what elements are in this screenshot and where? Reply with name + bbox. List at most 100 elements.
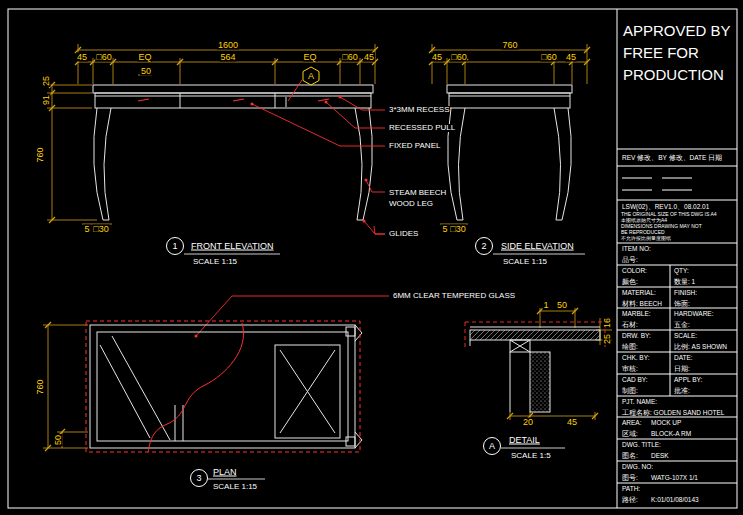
recessed-pull	[233, 99, 244, 101]
title-block-text: PATH:	[621, 486, 641, 493]
callout-text: A	[489, 441, 495, 451]
front-elevation	[180, 93, 181, 108]
title-block-text: DWG. NO:	[621, 464, 654, 471]
sheet-frame	[617, 330, 737, 331]
title-block-text: MATERIAL:	[621, 289, 657, 296]
title-block-text: DRW. BY:	[621, 333, 652, 340]
front-elevation	[95, 96, 371, 97]
recessed-pull	[138, 99, 329, 101]
title-block-text: FINISH:	[673, 289, 698, 296]
title-block-text: 五金:	[673, 322, 691, 329]
scale-text: SCALE 1:5	[510, 452, 552, 460]
dimension-line	[43, 325, 88, 326]
title-block-text: 数量: 1	[673, 278, 696, 285]
leader-line	[196, 80, 389, 336]
dimension-text: □60	[540, 53, 557, 62]
callout-number: 3	[190, 469, 208, 487]
leader-dot	[365, 179, 368, 182]
title-block-text: QTY:	[673, 268, 690, 275]
sheet-frame	[8, 9, 737, 508]
detail-section	[510, 340, 530, 352]
sheet-frame	[617, 287, 737, 288]
sheet-frame	[617, 265, 737, 266]
title-block-text: HARDWARE:	[673, 311, 714, 318]
plan-view	[275, 345, 340, 438]
plan-view	[97, 332, 348, 441]
dimension-text: 45	[431, 53, 443, 62]
dimension-line	[432, 62, 587, 63]
title-block-text: SCALE:	[673, 333, 698, 340]
note-text: 3*3MM RECESS	[388, 106, 450, 114]
side-elevation	[449, 93, 570, 108]
section-marker: A	[301, 66, 321, 86]
leader-dot	[339, 96, 342, 99]
detail-section	[510, 352, 511, 412]
sheet-frame	[662, 178, 692, 179]
dimension-text: 5	[441, 225, 448, 234]
leader-line	[364, 221, 385, 234]
front-elevation	[275, 93, 276, 108]
title-block-text: 饰面:	[673, 300, 691, 307]
title-block-text: CHK. BY:	[621, 355, 650, 362]
plan-view	[280, 350, 335, 433]
sheet-frame	[617, 308, 737, 309]
leader-dot	[195, 335, 198, 338]
view-title: FRONT ELEVATION	[190, 242, 275, 251]
recessed-pull	[318, 99, 329, 101]
title-block-text: 材料: BEECH	[621, 300, 663, 307]
detail-section	[510, 340, 530, 352]
sheet-frame	[670, 265, 671, 396]
title-block-text: DESK	[650, 453, 670, 460]
dimension-text: 45	[566, 418, 578, 427]
sheet-frame	[617, 439, 737, 440]
sheet-frame	[617, 417, 737, 418]
dimension-text: 45	[363, 53, 375, 62]
dimension-text: EQ	[302, 53, 317, 62]
break-line	[148, 323, 244, 452]
title-block-text: LSW(02)、REV1.0、08.02.01	[621, 204, 710, 211]
plan-view	[112, 336, 170, 440]
callout-underline	[208, 479, 265, 480]
dimension-tick	[45, 47, 598, 451]
dimension-text: 25	[42, 75, 51, 87]
sheet-frame	[617, 9, 618, 508]
dimension-line	[432, 50, 587, 51]
dimension-text: 25	[603, 333, 612, 345]
stamp-text: APPROVED BY FREE FOR PRODUCTION	[623, 20, 731, 86]
dimension-line	[48, 325, 49, 448]
detail-section	[530, 352, 550, 412]
sheet-frame	[617, 396, 737, 397]
front-elevation	[355, 108, 372, 220]
sheet-frame	[617, 374, 737, 375]
title-block-note: DIMENSIONS DRAWING MAY NOT	[620, 224, 703, 229]
title-block-text: 制图:	[621, 387, 639, 394]
scale-text: SCALE 1:15	[192, 258, 238, 266]
sheet-frame	[617, 243, 737, 244]
title-block-text: MARBLE:	[621, 311, 652, 318]
scale-text: SCALE 1:15	[212, 483, 258, 491]
callout-number: A	[483, 437, 501, 455]
plan-view	[90, 325, 362, 448]
dimension-tick	[584, 47, 590, 53]
side-elevation	[447, 85, 572, 93]
recessed-pull	[138, 99, 149, 101]
dimension-text: 1	[542, 301, 549, 310]
callout-underline	[184, 254, 585, 479]
leader-line	[252, 104, 385, 146]
dimension-line	[47, 220, 97, 221]
leader-line	[366, 180, 385, 192]
dimension-text: 45	[76, 53, 88, 62]
front-elevation	[93, 85, 373, 93]
title-block-text: 图名:	[621, 453, 639, 460]
title-block-text: PJT. NAME:	[621, 398, 658, 405]
dimension-text: 50	[140, 67, 152, 76]
side-elevation	[554, 108, 571, 220]
dimension-line	[43, 44, 612, 448]
sheet-frame	[617, 200, 737, 201]
detail-section	[470, 327, 600, 328]
dimension-line	[510, 416, 595, 417]
detail-section	[470, 327, 600, 412]
dimension-text: 760	[36, 378, 45, 395]
plan-view	[355, 325, 362, 341]
view-title: PLAN	[212, 468, 238, 477]
